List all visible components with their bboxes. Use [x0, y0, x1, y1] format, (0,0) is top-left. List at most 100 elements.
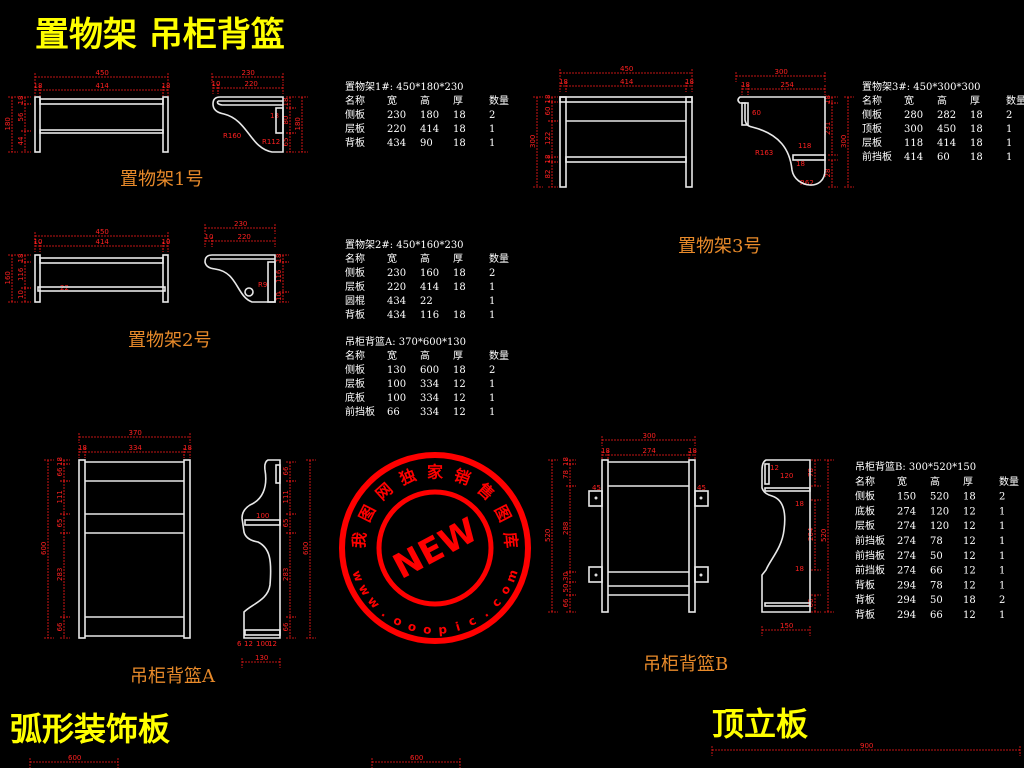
shelf1-dimension: 414: [39, 82, 164, 96]
watermark-glyph: 图: [491, 502, 515, 525]
basketB-dimension: 50: [562, 581, 576, 596]
shelf3-dimension: 300: [529, 96, 543, 188]
table-cell: 116: [420, 310, 439, 321]
shelf1-dimension: 56: [17, 103, 31, 132]
watermark-new-text: NEW: [387, 510, 485, 587]
dimension-label: 18: [17, 254, 25, 263]
dimension-label: 66: [56, 467, 64, 476]
table-cell: 160: [420, 268, 439, 279]
table-cell: 厚: [963, 476, 973, 488]
table-cell: 1: [999, 551, 1005, 562]
shelf2-dimension: 10: [162, 238, 170, 252]
dimension-label: 18: [56, 457, 64, 466]
shelf3-label: 置物架3号: [678, 236, 761, 257]
dimension-label: 66: [56, 622, 64, 631]
basketB-dimension: 18: [562, 457, 576, 466]
table-cell: 厚: [970, 95, 980, 107]
watermark-glyph: 库: [500, 531, 521, 549]
bottom-dimension: 600: [371, 754, 461, 768]
basketB-dimension: 18: [601, 447, 610, 461]
shelf3-dimension: 18: [796, 160, 805, 168]
dimension-label: 414: [620, 78, 634, 86]
shelf1-dimension: R112: [262, 138, 280, 146]
shelf3-dimension: 18: [685, 78, 694, 92]
page-title: 置物架 吊柜背篮: [35, 15, 285, 55]
table-cell: 414: [420, 124, 439, 135]
basketB-dimension: 300: [601, 432, 696, 446]
table-cell: 背板: [345, 308, 365, 321]
table-cell: 底板: [345, 391, 365, 404]
shelf3-dimension: 82: [544, 161, 558, 188]
dimension-label: 450: [96, 69, 109, 77]
dimension-label: 18: [795, 565, 804, 573]
table-title: 吊柜背篮B: 300*520*150: [855, 460, 976, 473]
watermark-glyph: w: [349, 568, 366, 583]
basketB-dimension: 78: [562, 463, 576, 487]
dimension-label: 6: [237, 640, 242, 648]
watermark-glyph: .: [379, 606, 391, 620]
shelf2-dimension: 18: [17, 254, 31, 263]
dimension-label: 18: [795, 500, 804, 508]
table-cell: 1: [489, 296, 495, 307]
dimension-label: 45: [697, 484, 706, 492]
dimension-label: 18: [562, 457, 570, 466]
table-cell: 2: [489, 110, 495, 121]
table-cell: 背板: [855, 578, 875, 591]
table-cell: 1: [999, 506, 1005, 517]
table-title: 置物架1#: 450*180*230: [345, 80, 464, 93]
dimension-label: 12: [268, 640, 277, 648]
dimension-label: 370: [129, 429, 142, 437]
basketA-dimension: 100: [256, 640, 269, 648]
shelf3-dimension: 60: [752, 109, 761, 117]
table-cell: 414: [904, 152, 923, 163]
dimension-label: 160: [4, 271, 12, 284]
dimension-label: 450: [96, 228, 109, 236]
shelf1-dimension: 18: [270, 112, 279, 120]
table-cell: 1: [999, 521, 1005, 532]
table-cell: 434: [387, 138, 406, 149]
table-cell: 侧板: [855, 490, 875, 503]
table-cell: 280: [904, 110, 923, 121]
table-cell: 274: [897, 551, 916, 562]
bottom-dimension: 900: [711, 742, 1021, 756]
dimension-label: 10: [275, 292, 283, 301]
dimension-label: 204: [807, 527, 815, 541]
round-rod-hole: [244, 287, 254, 297]
dimension-label: 334: [129, 444, 143, 452]
basketB-dimension: 78: [807, 459, 821, 487]
table-cell: 220: [387, 124, 406, 135]
table-cell: 18: [970, 124, 983, 135]
table-title: 吊柜背篮A: 370*600*130: [345, 335, 466, 348]
table-cell: 侧板: [345, 266, 365, 279]
dimension-label: 300: [643, 432, 656, 440]
table-cell: 274: [897, 536, 916, 547]
table-cell: 294: [897, 610, 916, 621]
dimension-label: 12: [244, 640, 253, 648]
table-cell: 1: [1006, 152, 1012, 163]
watermark-glyph: 我: [349, 531, 370, 549]
table-cell: 1: [489, 379, 495, 390]
shelf3-dimension: 300: [840, 96, 854, 188]
arc-panel-title: 弧形装饰板: [10, 710, 170, 748]
table-cell: 高: [420, 349, 430, 362]
dimension-label: 44: [17, 136, 25, 145]
shelf3-dimension: 60: [544, 101, 558, 122]
table-cell: 180: [420, 110, 439, 121]
shelf3-dimension: 18: [559, 78, 568, 92]
dimension-label: 520: [544, 529, 552, 542]
table-cell: 130: [387, 365, 406, 376]
basketB-dimension: 18: [688, 447, 697, 461]
shelf2-dimension: 10: [275, 291, 289, 303]
